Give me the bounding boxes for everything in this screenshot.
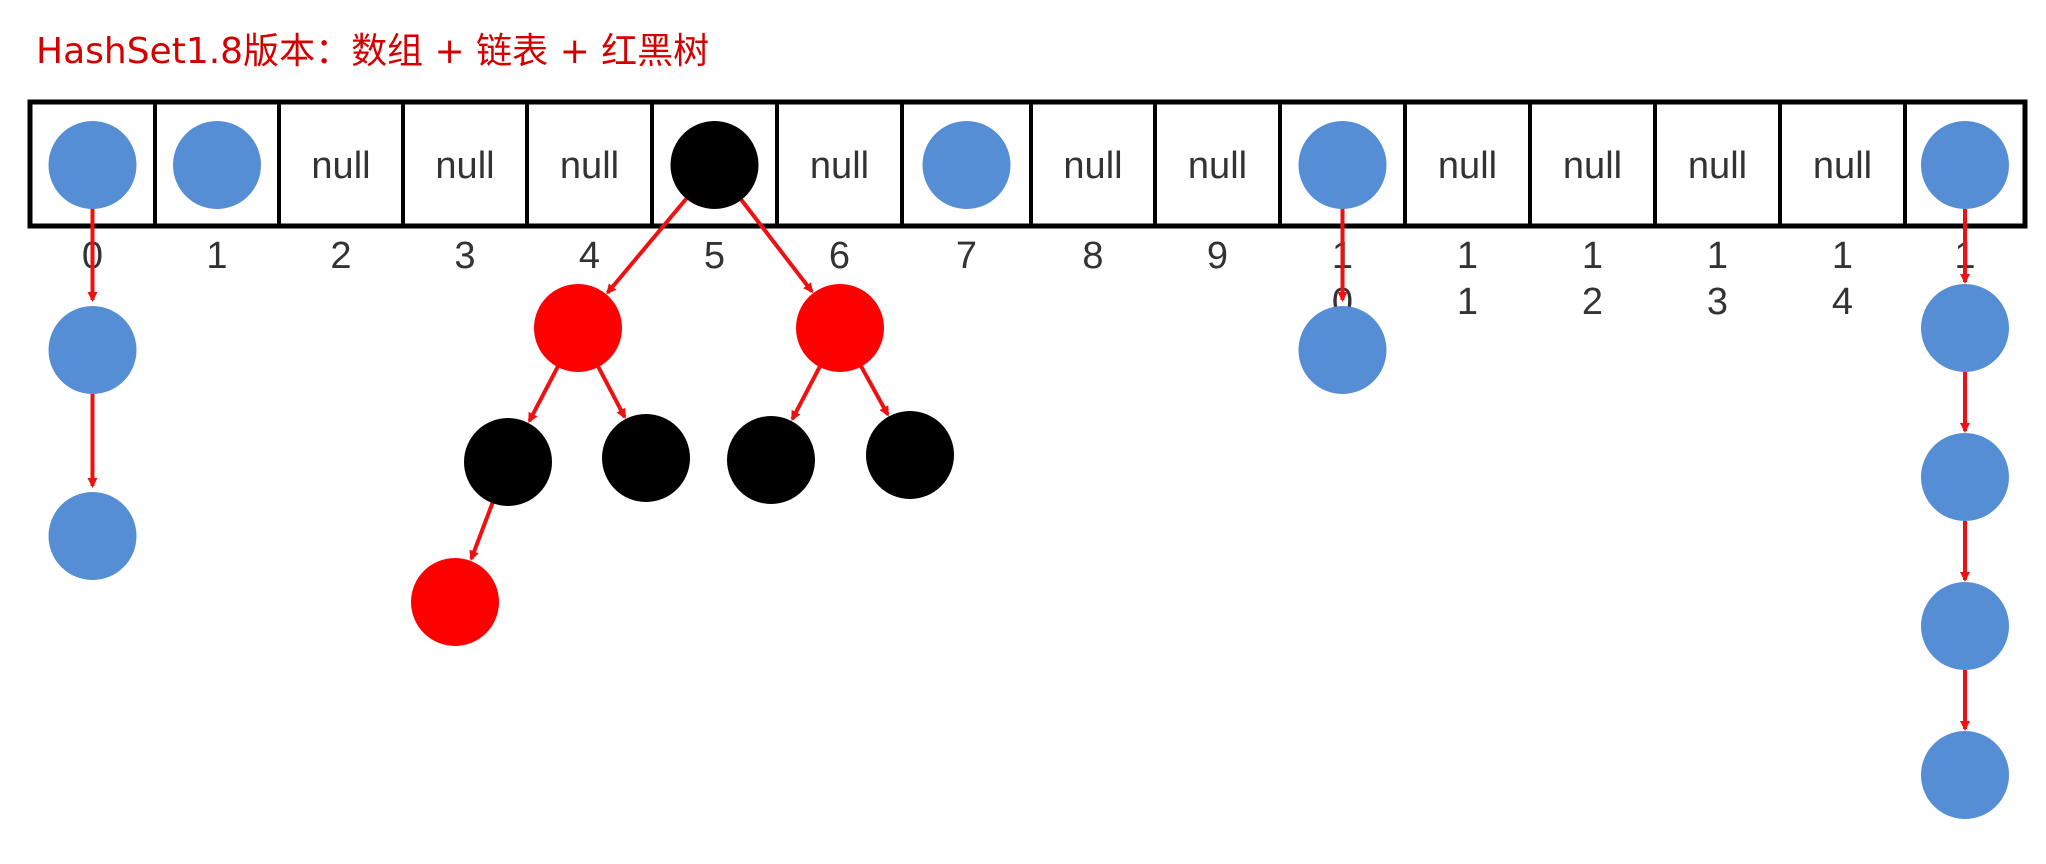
list-node xyxy=(1921,731,2009,819)
bucket-index: 3 xyxy=(454,235,475,277)
bucket-index: 2 xyxy=(1582,281,1603,323)
pointer-arrow xyxy=(527,358,564,424)
bucket-index: 7 xyxy=(956,235,977,277)
tree-node-red xyxy=(411,558,499,646)
null-label: null xyxy=(311,145,370,187)
bucket-index: 9 xyxy=(1207,235,1228,277)
list-node xyxy=(48,492,137,580)
list-node xyxy=(1921,284,2009,372)
null-label: null xyxy=(810,145,869,187)
bucket-indices: 0123456789101112131415 xyxy=(82,235,1976,323)
null-label: null xyxy=(1563,145,1622,187)
list-node xyxy=(1298,306,1387,394)
pointer-arrow xyxy=(606,191,693,295)
pointer-arrow xyxy=(592,358,627,420)
bucket-node xyxy=(1298,121,1387,209)
tree-root-node xyxy=(670,121,759,209)
null-label: null xyxy=(1813,145,1872,187)
bucket-index: 4 xyxy=(579,235,600,277)
edges xyxy=(87,191,1970,731)
bucket-index: 1 xyxy=(1832,235,1853,277)
bucket-index: 1 xyxy=(1457,235,1478,277)
bucket-index: 1 xyxy=(1707,235,1728,277)
null-label: null xyxy=(560,145,619,187)
tree-node-black xyxy=(464,418,552,506)
bucket-index: 4 xyxy=(1832,281,1853,323)
tree-node-black xyxy=(602,414,690,502)
tree-node-red xyxy=(534,284,622,372)
bucket-node xyxy=(48,121,137,209)
list-node xyxy=(1921,433,2009,521)
bucket-node xyxy=(1921,121,2009,209)
null-label: null xyxy=(1438,145,1497,187)
null-label: null xyxy=(435,145,494,187)
null-label: null xyxy=(1063,145,1122,187)
diagram-title: HashSet1.8版本：数组 + 链表 + 红黑树 xyxy=(36,31,710,72)
bucket-index: 3 xyxy=(1707,281,1728,323)
bucket-array: null null null null null null null null null null xyxy=(27,99,2028,229)
bucket-index: 1 xyxy=(1457,281,1478,323)
pointer-arrow xyxy=(790,358,826,422)
list-node xyxy=(1921,582,2009,670)
null-label: null xyxy=(1688,145,1747,187)
pointer-arrow xyxy=(734,192,814,294)
tree-node-red xyxy=(796,284,884,372)
pointer-arrow xyxy=(469,494,498,561)
pointer-arrow xyxy=(855,358,890,417)
bucket-index: 8 xyxy=(1082,235,1103,277)
bucket-node xyxy=(173,121,261,209)
bucket-index: 1 xyxy=(1582,235,1603,277)
bucket-index: 1 xyxy=(206,235,227,277)
tree-node-black xyxy=(866,411,954,499)
tree-node-black xyxy=(727,416,815,504)
list-node xyxy=(48,306,137,394)
null-label: null xyxy=(1188,145,1247,187)
nodes xyxy=(48,121,2009,819)
bucket-index: 5 xyxy=(704,235,725,277)
bucket-index: 2 xyxy=(330,235,351,277)
bucket-node xyxy=(922,121,1011,209)
bucket-index: 6 xyxy=(829,235,850,277)
